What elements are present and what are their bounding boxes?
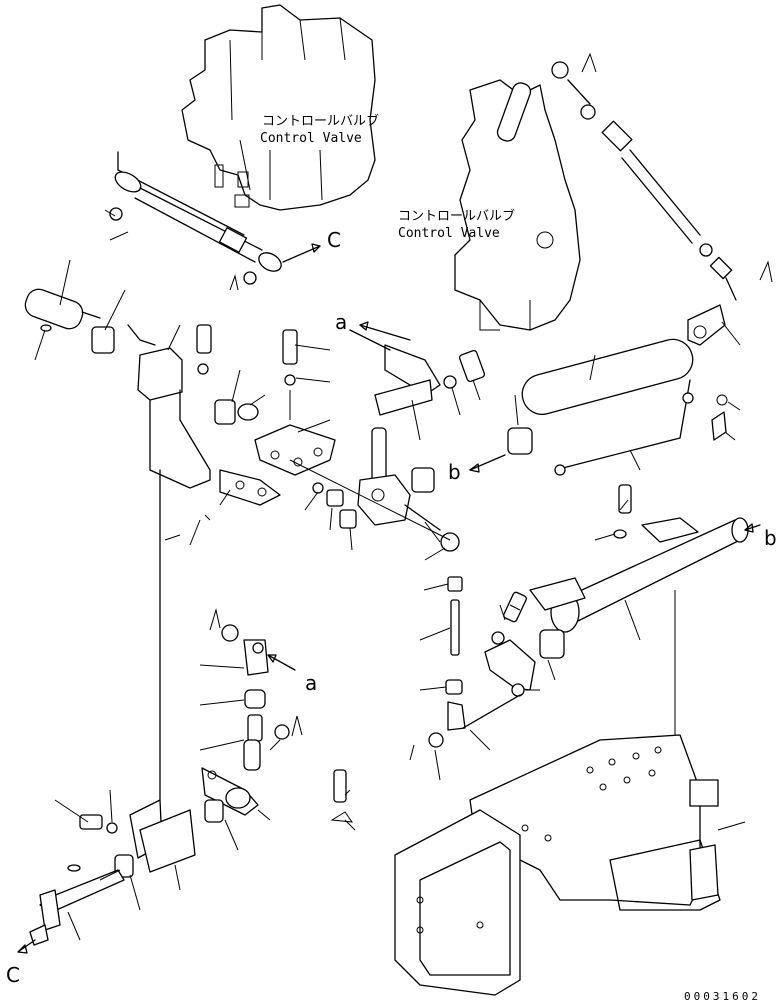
- ref-letter-b-left: b: [448, 460, 461, 484]
- control-rod-right: [551, 52, 773, 301]
- control-valve-left: [181, 4, 376, 211]
- control-valve-right-jp-label: コントロールバルブ: [398, 209, 516, 224]
- lever-bracket-right: [687, 304, 728, 441]
- rod-ends-left: [209, 608, 303, 771]
- ref-letter-b-right: b: [764, 526, 777, 550]
- main-frame: [394, 590, 721, 996]
- leader-lines: [34, 209, 746, 941]
- pin-top-left: [24, 288, 115, 354]
- control-valve-left-en-label: Control Valve: [260, 131, 362, 146]
- ref-letter-a-top: a: [335, 310, 348, 334]
- tube-assembly-lower: [529, 484, 749, 659]
- lower-link-plate: [201, 767, 354, 823]
- ref-letter-c-bottom: C: [6, 963, 20, 987]
- control-valve-left-jp-label: コントロールバルブ: [262, 114, 380, 129]
- adjust-rod: [428, 576, 466, 748]
- lower-lever: [462, 591, 536, 729]
- lower-left-assembly: [17, 469, 196, 954]
- bracket-arm-left: [127, 324, 259, 489]
- ref-letter-c-top: C: [327, 228, 341, 252]
- center-link-block: [254, 329, 336, 476]
- pivot-shaft-upper: [349, 329, 486, 416]
- document-number: 00031602: [684, 990, 761, 1003]
- cross-lever: [312, 427, 460, 552]
- link-plate: [219, 469, 281, 506]
- control-rod-left: [109, 151, 321, 291]
- tube-assembly-upper: [507, 338, 694, 476]
- control-valve-right-en-label: Control Valve: [398, 226, 500, 241]
- ref-letter-a-mid: a: [305, 671, 318, 695]
- control-valve-right: [454, 79, 581, 331]
